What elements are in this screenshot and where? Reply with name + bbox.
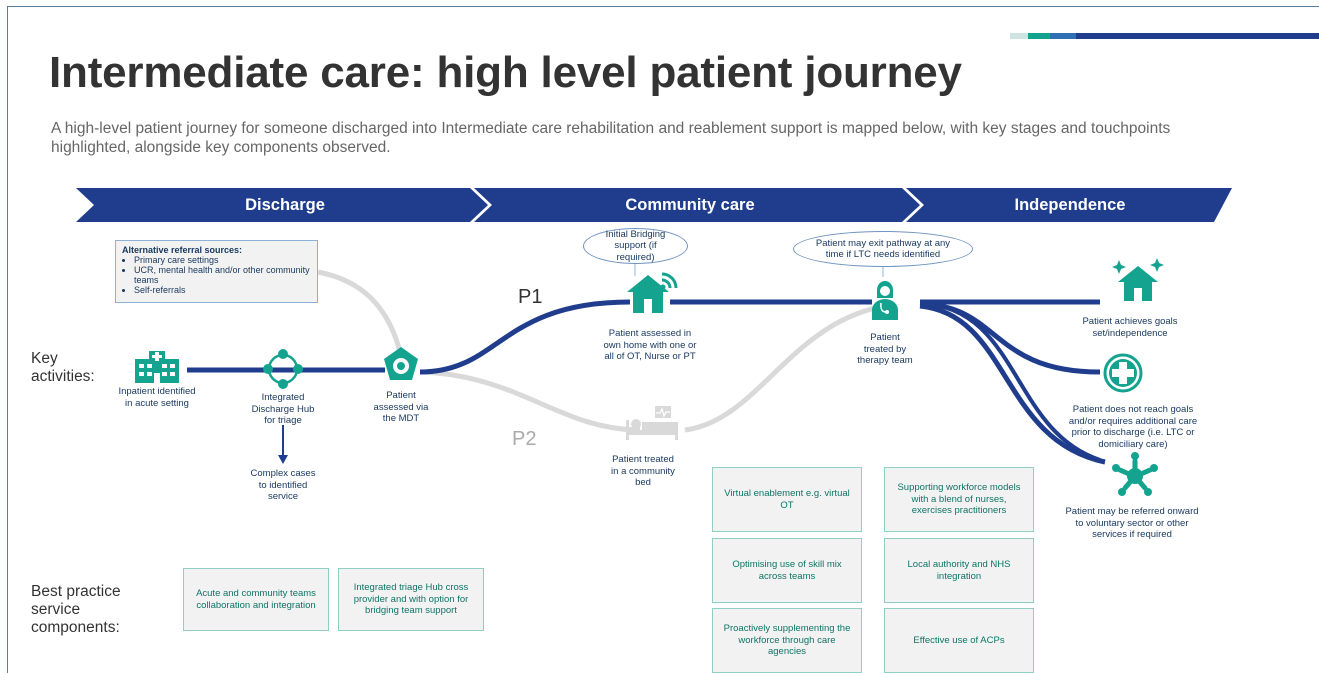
community-hands-icon bbox=[1112, 452, 1158, 496]
phase-label-independence: Independence bbox=[1014, 196, 1126, 214]
component-box: Acute and community teams collaboration … bbox=[183, 568, 329, 631]
p1-line bbox=[419, 299, 631, 375]
component-box: Optimising use of skill mix across teams bbox=[712, 538, 862, 603]
referral-item: Self-referrals bbox=[134, 285, 311, 295]
component-text: Effective use of ACPs bbox=[913, 634, 1005, 646]
section-key-activities: Key activities: bbox=[31, 350, 95, 385]
bubble-bridging: Initial Bridging support (if required) bbox=[583, 228, 688, 264]
phase-label-discharge: Discharge bbox=[245, 196, 325, 214]
activity-inpatient: Inpatient identified in acute setting bbox=[118, 386, 196, 409]
activity-hub: Integrated Discharge Hub for triage bbox=[251, 392, 315, 426]
phase-chevron-discharge bbox=[76, 188, 488, 222]
medical-cross-icon bbox=[1103, 353, 1143, 393]
accent-bar-segment-1 bbox=[1010, 33, 1028, 39]
component-text: Proactively supplementing the workforce … bbox=[723, 623, 851, 658]
community-bed-icon bbox=[626, 406, 678, 440]
referral-sources-box: Alternative referral sources: Primary ca… bbox=[115, 240, 318, 303]
home-wifi-icon bbox=[627, 272, 678, 313]
referral-heading: Alternative referral sources: bbox=[122, 245, 243, 255]
accent-bar-segment-2 bbox=[1028, 33, 1050, 39]
referral-list: Primary care settings UCR, mental health… bbox=[122, 255, 311, 295]
component-text: Virtual enablement e.g. virtual OT bbox=[724, 488, 850, 511]
component-box: Supporting workforce models with a blend… bbox=[884, 467, 1034, 532]
referred-line-2 bbox=[919, 301, 1101, 462]
activity-additional: Patient does not reach goals and/or requ… bbox=[1068, 404, 1198, 450]
component-text: Optimising use of skill mix across teams bbox=[732, 559, 842, 582]
activity-therapy: Patient treated by therapy team bbox=[857, 332, 913, 366]
component-box: Virtual enablement e.g. virtual OT bbox=[712, 467, 862, 532]
component-text: Integrated triage Hub cross provider and… bbox=[353, 582, 469, 617]
hub-cycle-icon bbox=[263, 349, 303, 389]
pathway-label-p2: P2 bbox=[512, 428, 537, 450]
activity-complex: Complex cases to identified service bbox=[250, 468, 316, 502]
referral-item: Primary care settings bbox=[134, 255, 311, 265]
bubble-bridging-text: Initial Bridging support (if required) bbox=[605, 228, 666, 263]
bubble-exit: Patient may exit pathway at any time if … bbox=[793, 231, 973, 267]
component-box: Local authority and NHS integration bbox=[884, 538, 1034, 603]
referral-line bbox=[317, 269, 405, 361]
phase-label-community: Community care bbox=[625, 196, 755, 214]
referral-item: UCR, mental health and/or other communit… bbox=[134, 265, 311, 285]
page-title: Intermediate care: high level patient jo… bbox=[49, 48, 962, 97]
accent-bar-segment-4 bbox=[1076, 33, 1319, 39]
component-box: Effective use of ACPs bbox=[884, 608, 1034, 673]
pathway-label-p1: P1 bbox=[518, 286, 543, 308]
p2-return-line bbox=[684, 302, 891, 433]
accent-bar-segment-3 bbox=[1050, 33, 1076, 39]
bubble-exit-text: Patient may exit pathway at any time if … bbox=[815, 237, 951, 261]
activity-referred: Patient may be referred onward to volunt… bbox=[1065, 506, 1199, 540]
page-subtitle: A high-level patient journey for someone… bbox=[51, 120, 1171, 156]
referred-line bbox=[919, 303, 1106, 465]
slide-frame bbox=[7, 6, 1319, 673]
component-text: Acute and community teams collaboration … bbox=[196, 588, 316, 611]
component-box: Proactively supplementing the workforce … bbox=[712, 608, 862, 673]
mdt-pentagon-icon bbox=[384, 347, 418, 380]
home-sparkle-icon bbox=[1112, 258, 1164, 301]
activity-mdt: Patient assessed via the MDT bbox=[373, 390, 429, 424]
complex-arrow-head bbox=[278, 455, 288, 464]
phase-chevron-community bbox=[474, 188, 920, 222]
p2-line bbox=[419, 369, 641, 433]
activity-goals: Patient achieves goals set/independence bbox=[1082, 316, 1178, 339]
activity-bed: Patient treated in a community bed bbox=[611, 454, 675, 488]
hospital-icon bbox=[135, 351, 179, 383]
component-text: Supporting workforce models with a blend… bbox=[897, 482, 1021, 517]
component-text: Local authority and NHS integration bbox=[907, 559, 1011, 582]
component-box: Integrated triage Hub cross provider and… bbox=[338, 568, 484, 631]
activity-home: Patient assessed in own home with one or… bbox=[603, 328, 697, 362]
section-best-practice: Best practice service components: bbox=[31, 583, 121, 636]
phase-chevron-independence bbox=[906, 188, 1232, 222]
therapist-icon bbox=[872, 281, 898, 320]
